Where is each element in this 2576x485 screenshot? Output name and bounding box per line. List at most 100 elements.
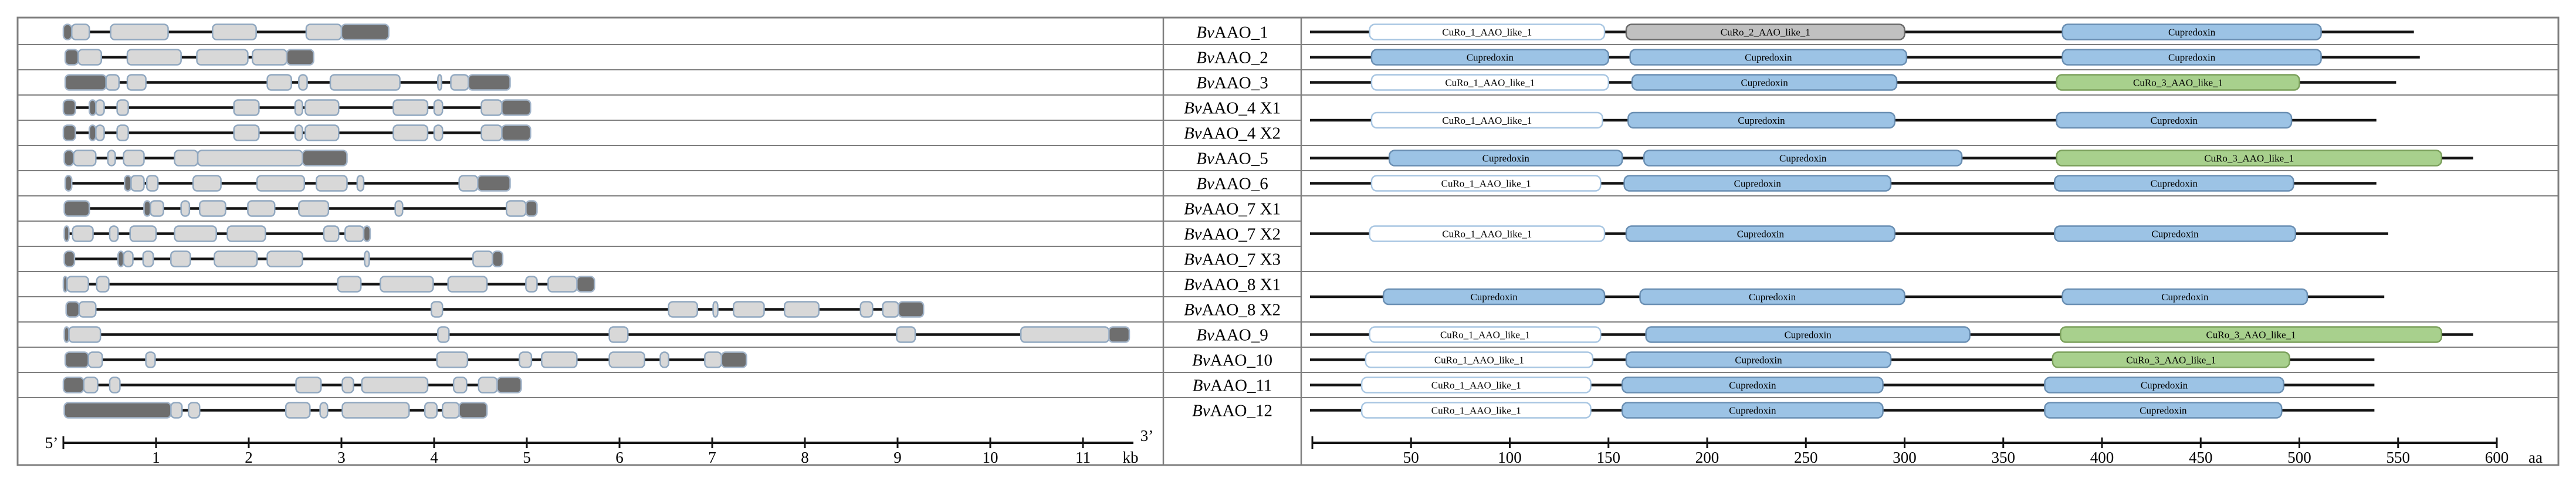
domain-label: Cupredoxin	[2141, 380, 2188, 391]
exon-box	[78, 301, 97, 318]
utr-box	[501, 99, 532, 116]
exon-box	[319, 402, 329, 419]
domain-box-blue	[2056, 111, 2293, 129]
domain-box-blue	[1625, 351, 1892, 368]
domain-box-green	[2060, 326, 2443, 343]
exon-box	[180, 200, 191, 217]
exon-box	[882, 301, 899, 318]
exon-box	[123, 250, 134, 267]
exon-box	[394, 200, 404, 217]
row-label-genus-prefix: Bv	[1184, 99, 1202, 118]
exon-box	[285, 402, 311, 419]
domain-label: Cupredoxin	[1729, 405, 1776, 416]
row-label-gene-id: AAO_10	[1210, 351, 1272, 370]
aa-tick-label: 100	[1498, 449, 1522, 466]
utr-box	[63, 250, 76, 267]
domain-label: CuRo_3_AAO_like_1	[2206, 330, 2296, 341]
row-label-gene-id: AAO_12	[1210, 402, 1272, 420]
exon-box	[105, 74, 120, 91]
exon-box	[266, 74, 292, 91]
gene-row	[62, 377, 522, 394]
domain-box-white	[1370, 74, 1609, 91]
domain-label: Cupredoxin	[2168, 27, 2216, 38]
domain-box-blue	[1629, 49, 1908, 66]
kb-tick-label: 11	[1075, 449, 1091, 466]
exon-box	[150, 200, 164, 217]
gene-row	[63, 225, 371, 242]
row-label-gene-id: AAO_4 X1	[1202, 99, 1281, 118]
domain-label: CuRo_2_AAO_like_1	[1721, 27, 1810, 38]
domain-label: Cupredoxin	[1784, 330, 1832, 341]
aa-tick-label: 250	[1794, 449, 1818, 466]
kb-tick-label: 7	[708, 449, 716, 466]
domain-box-blue	[1643, 150, 1963, 167]
aa-unit-label: aa	[2528, 449, 2543, 466]
axes: 5’ 3’ kb aa	[45, 427, 2543, 466]
row-label-genus-prefix: Bv	[1196, 23, 1214, 42]
row-label: BvAAO_8 X2	[1184, 301, 1281, 320]
aa-tick-label: 550	[2387, 449, 2411, 466]
row-label-gene-id: AAO_6	[1214, 175, 1268, 194]
utr-box	[63, 200, 90, 217]
exon-box	[70, 23, 90, 40]
exon-box	[304, 99, 340, 116]
exon-box	[87, 351, 103, 368]
row-label-genus-prefix: Bv	[1192, 402, 1210, 420]
domain-box-blue	[2044, 377, 2284, 394]
row-label: BvAAO_7 X3	[1184, 250, 1281, 269]
domain-label: CuRo_3_AAO_like_1	[2204, 153, 2294, 164]
utr-box	[88, 99, 97, 116]
aa-tick-label: 400	[2090, 449, 2114, 466]
exon-box	[256, 175, 306, 192]
exon-box	[733, 301, 765, 318]
row-label: BvAAO_4 X1	[1184, 99, 1281, 118]
three-prime-label: 3’	[1140, 427, 1154, 445]
utr-box	[63, 402, 172, 419]
exon-box	[83, 377, 99, 394]
kb-tick-label: 1	[152, 449, 160, 466]
exon-box	[547, 276, 578, 293]
row-label: BvAAO_5	[1196, 150, 1268, 168]
five-prime-label: 5’	[45, 434, 59, 452]
row-label-genus-prefix: Bv	[1184, 276, 1202, 294]
domain-box-white	[1370, 111, 1603, 129]
utr-box	[143, 200, 151, 217]
exon-box	[608, 326, 629, 343]
domain-label: Cupredoxin	[1749, 291, 1796, 303]
exon-box	[364, 250, 370, 267]
exon-box	[188, 402, 201, 419]
exon-box	[337, 276, 362, 293]
row-label-genus-prefix: Bv	[1184, 250, 1202, 269]
exon-box	[433, 124, 444, 141]
exon-box	[341, 377, 354, 394]
row-label-gene-id: AAO_3	[1214, 74, 1268, 93]
exon-box	[129, 225, 157, 242]
exon-box	[304, 124, 340, 141]
kb-tick-label: 8	[801, 449, 809, 466]
exon-box	[197, 150, 303, 167]
row-label-gene-id: AAO_1	[1214, 23, 1268, 42]
domain-label: CuRo_1_AAO_like_1	[1434, 355, 1524, 366]
exon-box	[305, 23, 343, 40]
domain-box-white	[1370, 175, 1602, 192]
exon-box	[668, 301, 698, 318]
exon-box	[329, 74, 401, 91]
row-label-genus-prefix: Bv	[1192, 351, 1210, 370]
domain-label: Cupredoxin	[1467, 52, 1514, 63]
exon-box	[437, 74, 442, 91]
exon-box	[233, 99, 260, 116]
utr-box	[525, 200, 538, 217]
utr-box	[720, 351, 747, 368]
domain-box-white	[1365, 351, 1594, 368]
domain-label: CuRo_3_AAO_like_1	[2133, 77, 2223, 89]
utr-box	[302, 150, 348, 167]
exon-box	[95, 99, 105, 116]
